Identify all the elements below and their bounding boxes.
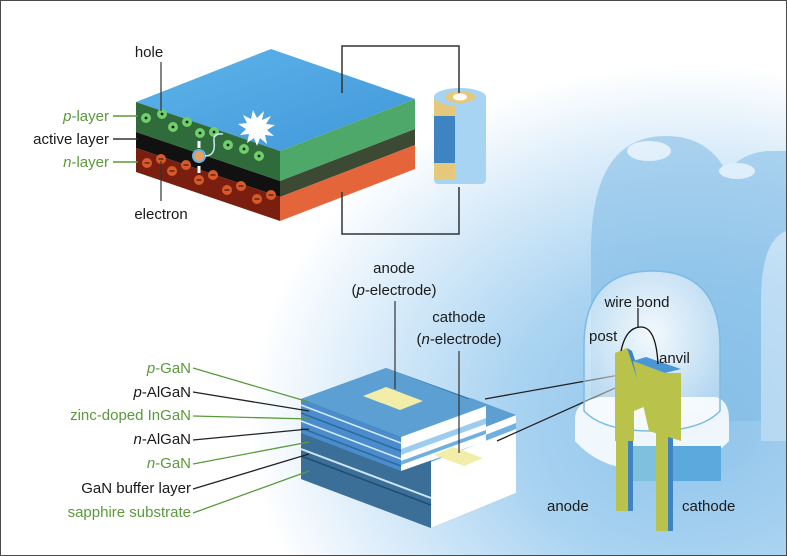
label-active-layer: active layer	[33, 131, 109, 148]
p-layer-face	[136, 102, 280, 181]
label-electron: electron	[134, 206, 187, 223]
label-cathode-electrode-line2: (n-electrode)	[416, 331, 501, 348]
label-p-layer: p-layer	[62, 108, 109, 125]
n-layer-side	[280, 145, 415, 221]
electron-particles	[142, 154, 276, 204]
label-p-algan: p-AlGaN	[132, 384, 191, 401]
label-n-gan: n-GaN	[147, 455, 191, 472]
label-wire-bond: wire bond	[603, 294, 669, 311]
cathode-electrode-pad	[434, 447, 483, 466]
label-anode: anode	[547, 498, 589, 515]
active-layer-side	[280, 129, 415, 197]
label-cathode: cathode	[682, 498, 735, 515]
label-hole: hole	[135, 44, 163, 61]
active-layer-face	[136, 132, 280, 197]
wire-bond	[620, 326, 659, 365]
package-labels: wire bond post anvil anode cathode	[547, 294, 735, 515]
p-layer-side	[280, 99, 415, 181]
label-sapphire-substrate: sapphire substrate	[68, 504, 191, 521]
led-package	[575, 270, 729, 531]
label-p-gan: p-GaN	[146, 360, 191, 377]
label-anode-electrode-line2: (p-electrode)	[351, 282, 436, 299]
junction-labels: hole p-layer active layer n-layer electr…	[33, 44, 188, 223]
label-n-layer: n-layer	[63, 154, 109, 171]
post	[615, 348, 646, 441]
label-cathode-electrode-line1: cathode	[432, 309, 485, 326]
label-anode-electrode-line1: anode	[373, 260, 415, 277]
label-anvil: anvil	[659, 350, 690, 367]
label-gan-buffer-layer: GaN buffer layer	[81, 480, 191, 497]
anode-electrode-pad	[363, 387, 423, 410]
pn-junction-block	[136, 49, 415, 221]
cathode-lead	[656, 406, 668, 531]
circuit-wires	[341, 45, 460, 235]
recombination-event	[192, 133, 224, 173]
chip-layer-labels: p-GaN p-AlGaN zinc-doped InGaN n-AlGaN n…	[68, 260, 502, 521]
label-n-algan: n-AlGaN	[133, 431, 191, 448]
label-zinc-doped-ingan: zinc-doped InGaN	[70, 407, 191, 424]
battery-icon	[434, 88, 486, 184]
block-top-face	[136, 49, 415, 151]
label-post: post	[589, 328, 618, 345]
led-chip	[300, 368, 516, 528]
light-burst-icon	[238, 110, 275, 146]
anvil	[633, 361, 681, 441]
